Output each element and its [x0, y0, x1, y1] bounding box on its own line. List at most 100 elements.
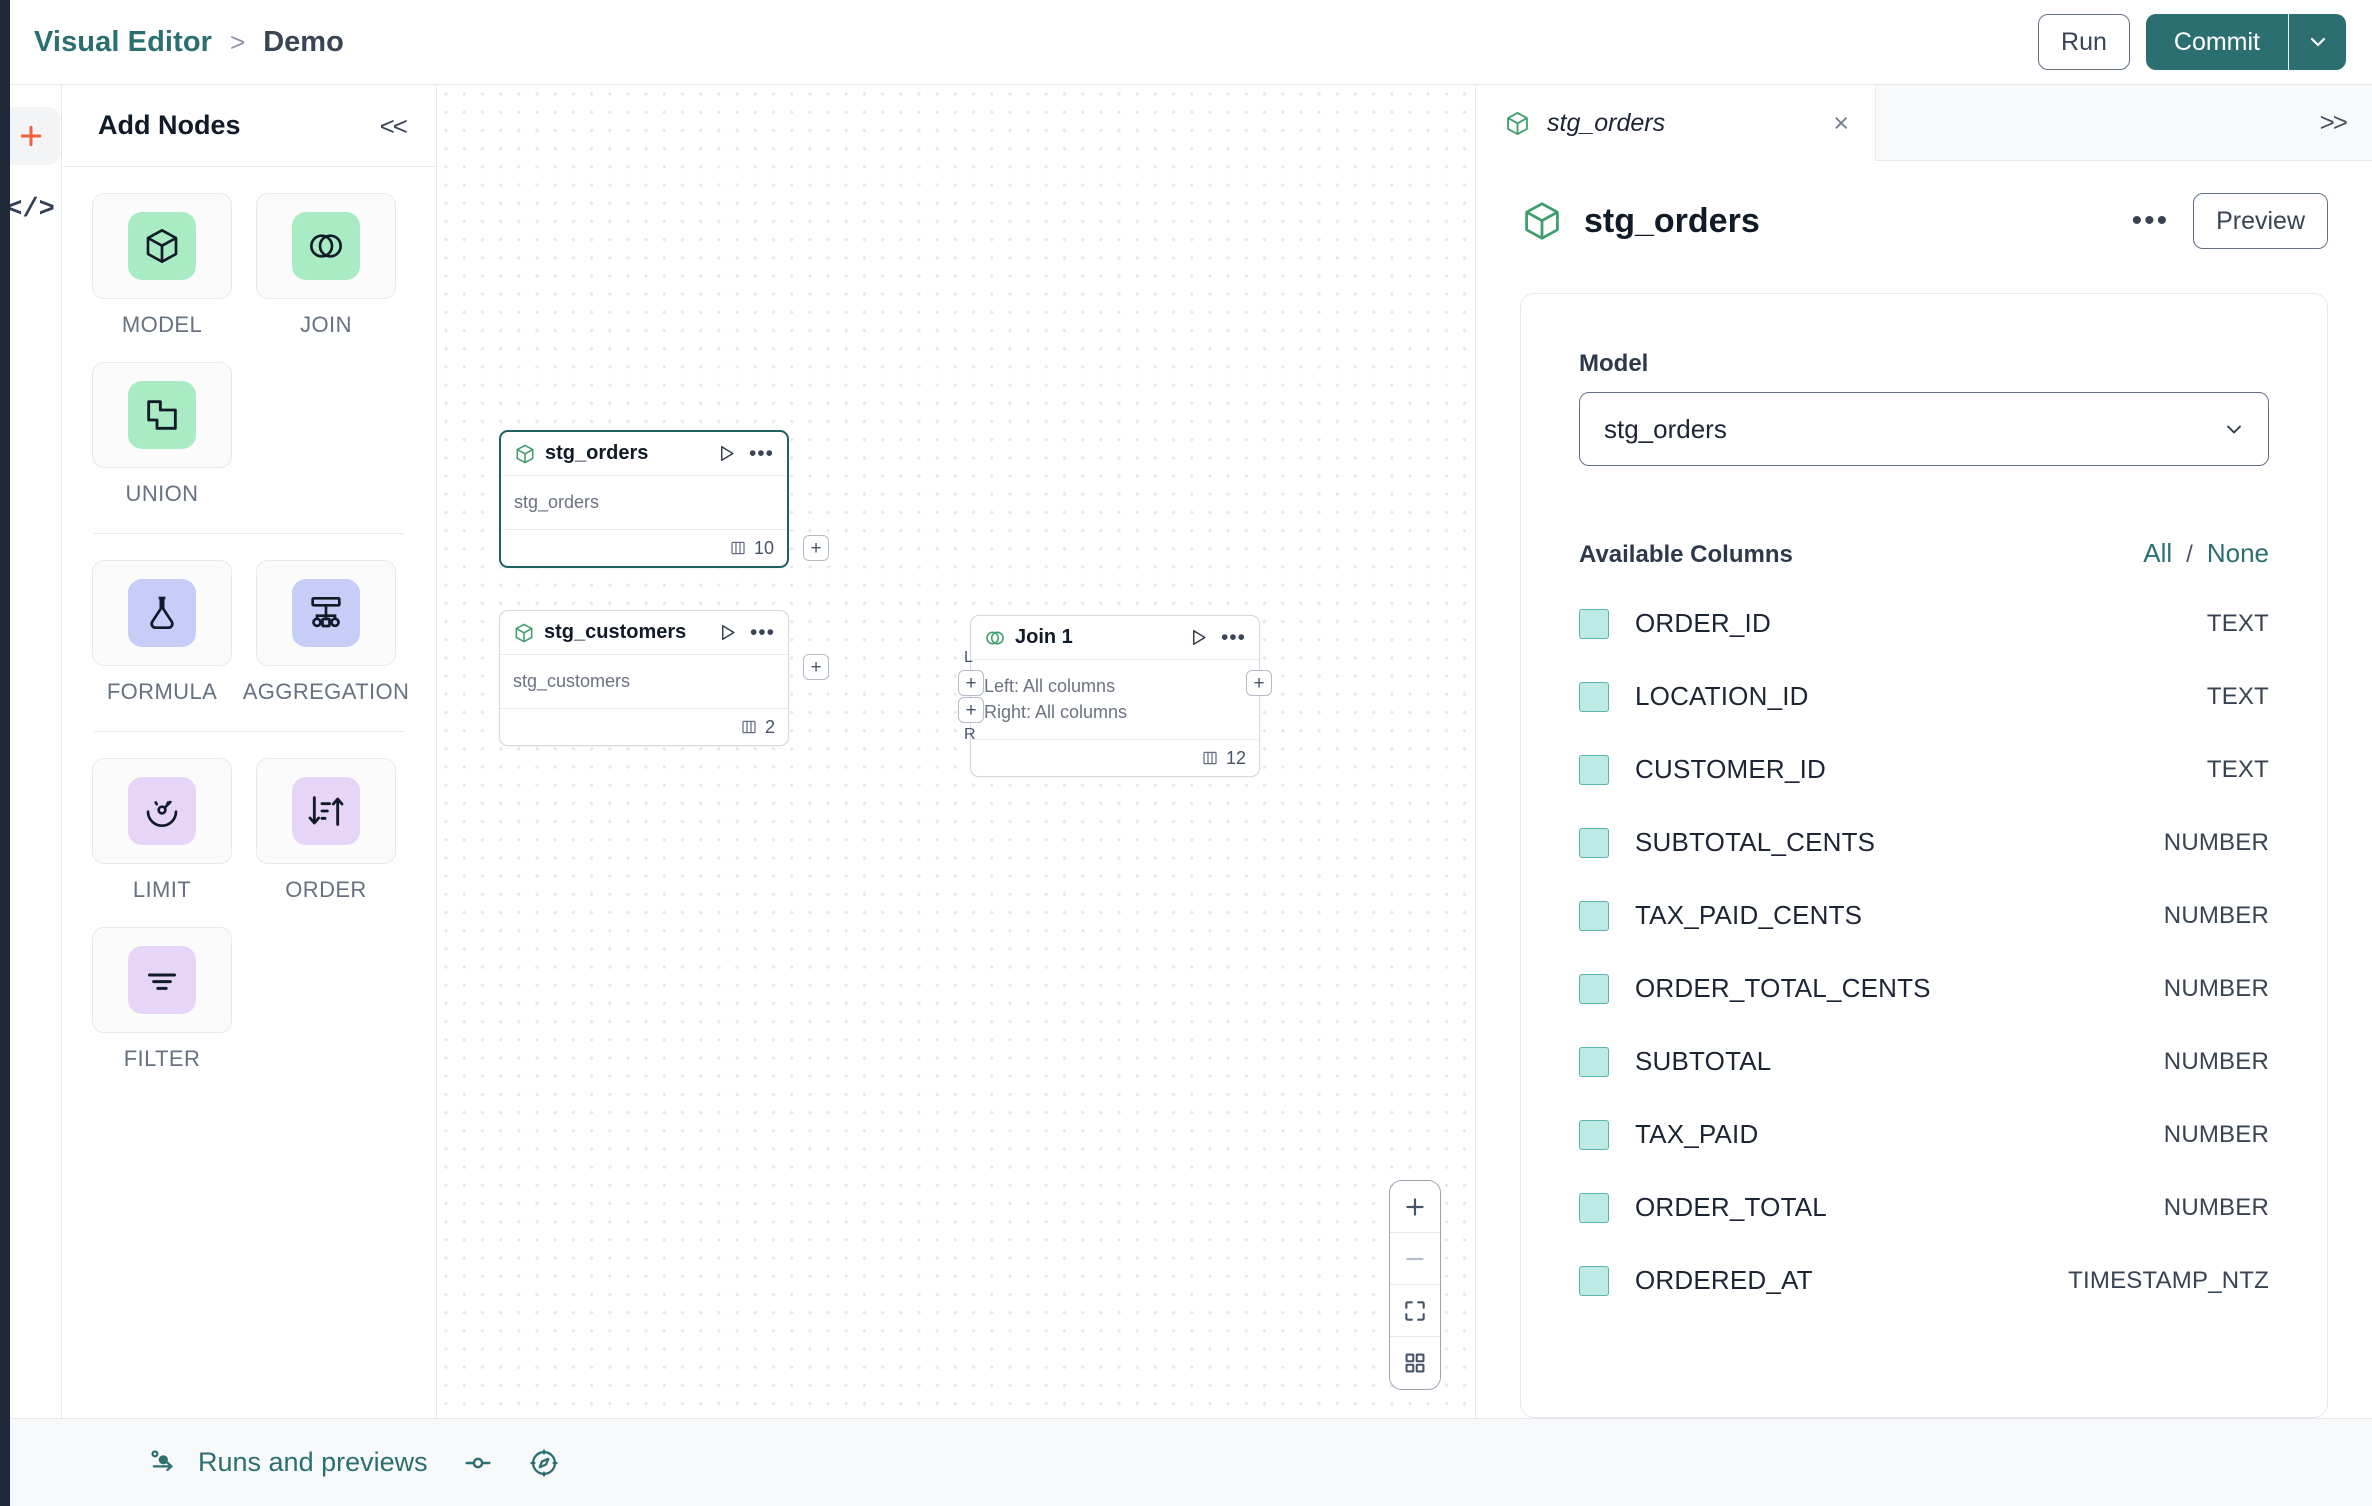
node-tile-formula[interactable]: [92, 560, 232, 666]
fit-view-button[interactable]: [1390, 1285, 1440, 1337]
commit-button[interactable]: Commit: [2145, 14, 2288, 70]
zoom-out-button[interactable]: [1390, 1233, 1440, 1285]
column-checkbox[interactable]: [1579, 681, 1609, 712]
commit-dropdown-button[interactable]: [2288, 14, 2346, 70]
flow-node-run-button[interactable]: [1189, 628, 1208, 647]
order-icon-bg: [292, 777, 360, 845]
handle-output-stg-orders[interactable]: +: [803, 535, 829, 561]
column-type: TEXT: [2206, 609, 2269, 637]
column-row[interactable]: ORDER_TOTAL_CENTS NUMBER: [1579, 952, 2269, 1025]
column-row[interactable]: TAX_PAID_CENTS NUMBER: [1579, 879, 2269, 952]
node-tile-union[interactable]: [92, 362, 232, 468]
column-row[interactable]: SUBTOTAL_CENTS NUMBER: [1579, 806, 2269, 879]
select-all-columns-link[interactable]: All: [2143, 538, 2173, 568]
node-type-formula[interactable]: FORMULA: [92, 560, 232, 705]
column-checkbox[interactable]: [1579, 1192, 1609, 1223]
node-type-join[interactable]: JOIN: [256, 193, 396, 338]
column-row[interactable]: LOCATION_ID TEXT: [1579, 660, 2269, 733]
compass-button[interactable]: [528, 1447, 560, 1479]
handle-output-stg-customers[interactable]: +: [803, 654, 829, 680]
node-tile-filter[interactable]: [92, 927, 232, 1033]
nodes-divider-1: [94, 533, 404, 534]
node-type-model[interactable]: MODEL: [92, 193, 232, 338]
column-checkbox[interactable]: [1579, 1046, 1609, 1077]
join-icon-bg: [292, 212, 360, 280]
handle-input-join-right[interactable]: +: [958, 697, 984, 723]
node-label-formula: FORMULA: [106, 679, 218, 704]
model-select[interactable]: stg_orders: [1579, 392, 2269, 466]
expand-panel-button[interactable]: >>: [2319, 107, 2348, 137]
play-icon: [721, 625, 735, 640]
column-checkbox[interactable]: [1579, 1119, 1609, 1150]
node-tile-limit[interactable]: [92, 758, 232, 864]
column-checkbox[interactable]: [1579, 754, 1609, 785]
column-checkbox[interactable]: [1579, 973, 1609, 1004]
close-icon[interactable]: ×: [1833, 107, 1849, 138]
add-nodes-title: Add Nodes: [98, 110, 241, 140]
node-tile-join[interactable]: [256, 193, 396, 299]
inspector-more-button[interactable]: •••: [2131, 204, 2170, 237]
column-type: NUMBER: [2163, 974, 2269, 1002]
flask-icon: [150, 596, 174, 630]
flow-node-title: Join 1: [1015, 626, 1073, 648]
flow-node-actions: •••: [1189, 625, 1246, 649]
flow-node-footer: 12: [971, 740, 1259, 776]
preview-button[interactable]: Preview: [2193, 193, 2328, 249]
runs-and-previews-button[interactable]: Runs and previews: [148, 1447, 428, 1479]
node-group-refine: LIMIT ORDER: [92, 758, 406, 1072]
node-type-filter[interactable]: FILTER: [92, 927, 232, 1072]
column-checkbox[interactable]: [1579, 608, 1609, 639]
column-checkbox[interactable]: [1579, 1265, 1609, 1296]
flow-canvas[interactable]: stg_orders ••• stg_orders 10 +: [437, 85, 1476, 1418]
column-row[interactable]: TAX_PAID NUMBER: [1579, 1098, 2269, 1171]
run-button[interactable]: Run: [2038, 14, 2130, 70]
flow-node-stg-customers[interactable]: stg_customers ••• stg_customers 2: [499, 610, 789, 747]
inspector-tab-stg-orders[interactable]: stg_orders ×: [1476, 85, 1876, 161]
flow-node-run-button[interactable]: [717, 444, 736, 463]
add-node-button[interactable]: [1, 107, 60, 165]
code-view-button[interactable]: </>: [2, 181, 60, 239]
column-row[interactable]: CUSTOMER_ID TEXT: [1579, 733, 2269, 806]
node-tile-aggregation[interactable]: [256, 560, 396, 666]
handle-input-join-left[interactable]: +: [958, 670, 984, 696]
bottom-bar: Runs and previews: [0, 1418, 2372, 1506]
breadcrumb-root[interactable]: Visual Editor: [34, 25, 213, 58]
available-columns-title: Available Columns: [1579, 541, 1793, 568]
flow-icon: [151, 1449, 173, 1471]
column-name: CUSTOMER_ID: [1635, 754, 1826, 784]
column-name: ORDERED_AT: [1635, 1265, 1813, 1295]
columns-icon: [731, 541, 745, 555]
column-checkbox[interactable]: [1579, 900, 1609, 931]
column-row[interactable]: ORDER_ID TEXT: [1579, 587, 2269, 660]
node-label-filter: FILTER: [123, 1046, 201, 1071]
flow-node-join-1[interactable]: Join 1 ••• Left: All columns Right: All …: [970, 615, 1260, 778]
node-type-limit[interactable]: LIMIT: [92, 758, 232, 903]
flow-node-more-button[interactable]: •••: [749, 620, 775, 644]
column-row[interactable]: ORDER_TOTAL NUMBER: [1579, 1171, 2269, 1244]
column-list: ORDER_ID TEXT LOCATION_ID TEXT CUSTOMER_…: [1579, 587, 2269, 1317]
zoom-in-button[interactable]: [1390, 1181, 1440, 1233]
toggle-button[interactable]: [462, 1447, 494, 1479]
node-label-limit: LIMIT: [132, 877, 192, 902]
node-tile-model[interactable]: [92, 193, 232, 299]
node-type-aggregation[interactable]: AGGREGATION: [243, 560, 409, 705]
node-tile-order[interactable]: [256, 758, 396, 864]
filter-icon-bg: [128, 946, 196, 1014]
handle-output-join[interactable]: +: [1246, 670, 1272, 696]
flow-node-run-button[interactable]: [718, 623, 737, 642]
column-checkbox[interactable]: [1579, 827, 1609, 858]
union-icon: [147, 400, 177, 430]
handle-tag-right: R: [964, 726, 976, 743]
select-none-columns-link[interactable]: None: [2206, 538, 2269, 568]
collapse-panel-button[interactable]: <<: [379, 110, 408, 141]
flow-node-actions: •••: [717, 441, 774, 465]
toggle-grid-button[interactable]: [1390, 1337, 1440, 1389]
node-type-union[interactable]: UNION: [92, 362, 232, 507]
node-type-order[interactable]: ORDER: [256, 758, 396, 903]
flow-node-more-button[interactable]: •••: [1220, 625, 1246, 649]
flow-edges: [437, 85, 737, 235]
column-row[interactable]: SUBTOTAL NUMBER: [1579, 1025, 2269, 1098]
flow-node-more-button[interactable]: •••: [748, 441, 774, 465]
flow-node-stg-orders[interactable]: stg_orders ••• stg_orders 10: [499, 430, 789, 569]
column-row[interactable]: ORDERED_AT TIMESTAMP_NTZ: [1579, 1244, 2269, 1317]
